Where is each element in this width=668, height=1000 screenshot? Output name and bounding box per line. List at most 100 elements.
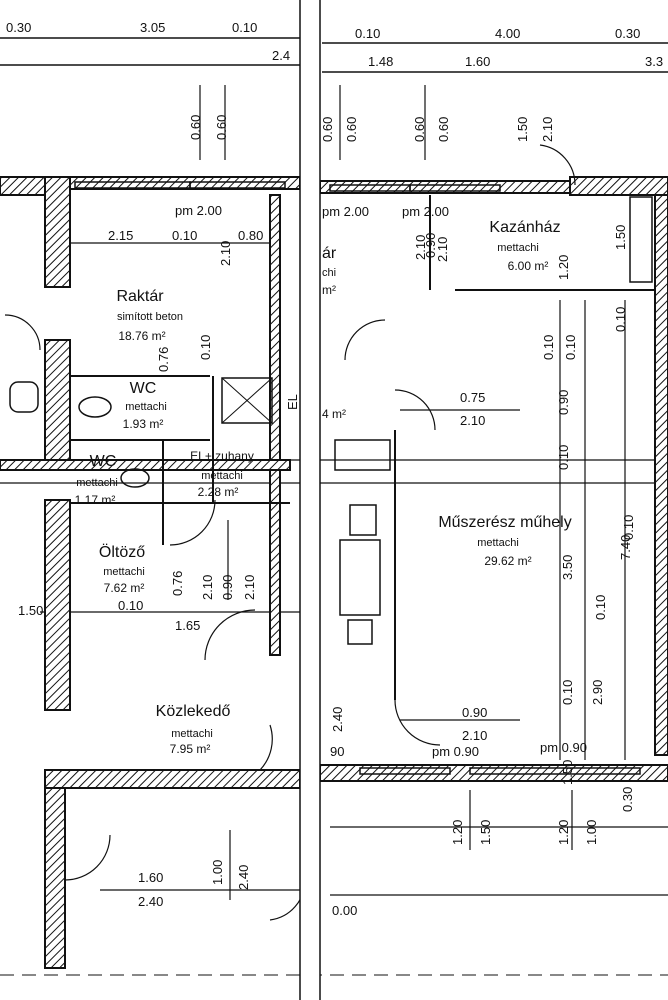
top-dim-left-a: 0.30: [6, 20, 31, 35]
room-area: m²: [322, 283, 336, 297]
vertical-dim: 3.50: [560, 555, 575, 580]
room-area: 1.17 m²: [75, 493, 116, 507]
room-partial: ár chi m² 4 m²: [322, 245, 346, 421]
room-floor: mettachi: [201, 470, 243, 482]
vertical-dim: 1.50: [515, 117, 530, 142]
vertical-dim: 2.10: [413, 235, 428, 260]
left-door-edge-dim: 90: [330, 744, 344, 759]
chair-icon: [347, 619, 373, 645]
door-swings: [4, 144, 576, 921]
room-name: WC: [130, 380, 157, 397]
top-dim-right-b: 4.00: [495, 26, 520, 41]
windows: [74, 181, 641, 775]
vertical-dim: 0.30: [620, 787, 635, 812]
el-mark: EL: [285, 394, 300, 410]
bottom-dim-a: 1.60: [138, 870, 163, 885]
vertical-dim: 2.40: [236, 865, 251, 890]
room-area-2: 4 m²: [322, 407, 346, 421]
vertical-dim: 0.60: [214, 115, 229, 140]
top-dim-right-c: 0.30: [615, 26, 640, 41]
door-dim-a: 0.75: [460, 390, 485, 405]
room-name: ár: [322, 245, 337, 262]
room-area: 18.76 m²: [118, 329, 165, 343]
room-wc-2: WC mettachi 1.17 m²: [75, 453, 118, 507]
room-oltozo: Öltöző mettachi 7.62 m²: [99, 543, 145, 595]
workbench-icon: [339, 539, 381, 616]
vertical-dim: 0.10: [621, 515, 636, 540]
vertical-dim: 2.10: [242, 575, 257, 600]
door-dim-b: 2.10: [460, 413, 485, 428]
sill-label: pm 0.90: [432, 744, 479, 759]
vertical-dim: 0.60: [436, 117, 451, 142]
room-area: 6.00 m²: [508, 259, 549, 273]
vertical-dim: 1.20: [556, 820, 571, 845]
top-dim-left-c: 0.10: [232, 20, 257, 35]
top-dim-right-f: 3.3: [645, 54, 663, 69]
vertical-dim: 2.10: [540, 117, 555, 142]
vertical-dim: 1.20: [450, 820, 465, 845]
raktar-dim-c: 0.80: [238, 228, 263, 243]
sill-label: pm 2.00: [175, 203, 222, 218]
vertical-dim: 1.00: [210, 860, 225, 885]
room-name: Közlekedő: [156, 703, 231, 720]
room-floor: mettachi: [477, 537, 519, 549]
vertical-dim: 0.90: [423, 233, 438, 258]
walls: [0, 176, 668, 969]
room-wc-1: WC mettachi 1.93 m²: [123, 380, 167, 431]
room-name: Kazánház: [489, 219, 560, 236]
room-floor: mettachi: [103, 566, 145, 578]
room-raktar: Raktár simított beton 18.76 m²: [116, 288, 183, 343]
vertical-dim: 0.10: [613, 307, 628, 332]
top-dim-right-e: 1.60: [465, 54, 490, 69]
room-area: 2.28 m²: [198, 485, 239, 499]
room-area: 29.62 m²: [484, 554, 531, 568]
bottom-dim-b: 2.40: [138, 894, 163, 909]
oltozo-dim-c: 1.65: [175, 618, 200, 633]
cabinet-icon: [334, 439, 391, 471]
vertical-dim: 1.20: [556, 255, 571, 280]
room-name: WC: [90, 453, 117, 470]
vertical-dim: 1.50: [478, 820, 493, 845]
shower-tray-icon: [221, 377, 273, 424]
vertical-dim: 0.10: [563, 335, 578, 360]
vertical-dim: 0.60: [344, 117, 359, 142]
vertical-dim: 2.10: [200, 575, 215, 600]
top-dim-right-a: 0.10: [355, 26, 380, 41]
vertical-dim: 1.50: [613, 225, 628, 250]
room-area: 1.93 m²: [123, 417, 164, 431]
vertical-dim: 2.10: [435, 237, 450, 262]
vertical-dim: 0.60: [412, 117, 427, 142]
top-dim-right-d: 1.48: [368, 54, 393, 69]
vertical-dim: 0.90: [220, 575, 235, 600]
top-dim-left-b: 3.05: [140, 20, 165, 35]
sheet-fold-gap: [300, 0, 320, 1000]
room-floor: simított beton: [117, 311, 183, 323]
top-dim-left-d: 2.4: [272, 48, 290, 63]
room-kozlekedo: Közlekedő mettachi 7.95 m²: [156, 703, 231, 756]
vertical-dim: 0.10: [198, 335, 213, 360]
sill-label: pm 2.00: [322, 204, 369, 219]
vertical-dim: 0.10: [560, 680, 575, 705]
room-name: Raktár: [116, 288, 164, 305]
room-area: 7.95 m²: [170, 742, 211, 756]
room-floor: chi: [322, 267, 336, 279]
sink-icon: [9, 381, 39, 413]
level-mark: 0.00: [332, 903, 357, 918]
vertical-dim: 0.10: [556, 445, 571, 470]
room-floor: mettachi: [171, 728, 213, 740]
room-name: EL+ zuhany: [190, 449, 254, 463]
vertical-dim: 0.10: [541, 335, 556, 360]
vertical-dim: 2.90: [590, 680, 605, 705]
vertical-dim: 1.50: [560, 760, 575, 785]
dimension-lines: [0, 37, 668, 976]
vertical-dim: 0.76: [170, 571, 185, 596]
shelf-icon: [349, 504, 377, 536]
toilet-icon: [78, 396, 112, 418]
room-kazanhaz: Kazánház mettachi 6.00 m²: [489, 219, 560, 273]
vertical-dim: 2.10: [218, 241, 233, 266]
raktar-dim-a: 2.15: [108, 228, 133, 243]
room-muszeresz-muhely: Műszerész műhely mettachi 29.62 m²: [438, 514, 571, 568]
oltozo-dim-b: 0.10: [118, 598, 143, 613]
vertical-dim: 0.60: [188, 115, 203, 140]
muhely-dim-a: 0.90: [462, 705, 487, 720]
